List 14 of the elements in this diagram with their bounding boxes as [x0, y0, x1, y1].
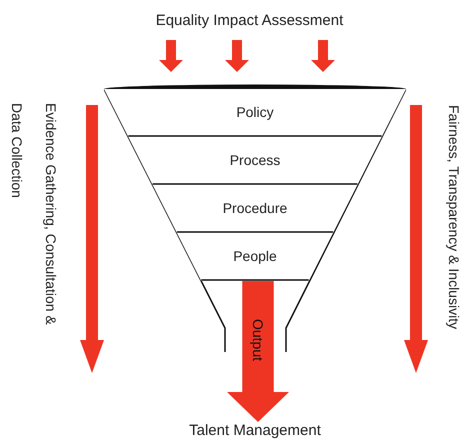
band-label: People — [232, 248, 278, 264]
block-arrow — [159, 40, 183, 72]
side-label: Fairness, Transparency & Inclusivity — [445, 105, 463, 332]
block-arrow — [225, 40, 249, 72]
band-label: Policy — [235, 104, 275, 120]
heading-text: Talent Management — [160, 422, 350, 441]
band-label: Process — [228, 152, 282, 168]
funnel-band — [104, 89, 406, 137]
block-arrow — [227, 281, 289, 422]
side-label: Evidence Gathering, Consultation & Data Collection — [8, 103, 60, 327]
edge-label: Output — [250, 318, 266, 362]
band-label: Procedure — [222, 200, 288, 216]
block-arrow — [311, 40, 335, 72]
heading-text: Equality Impact Assessment — [132, 12, 367, 32]
